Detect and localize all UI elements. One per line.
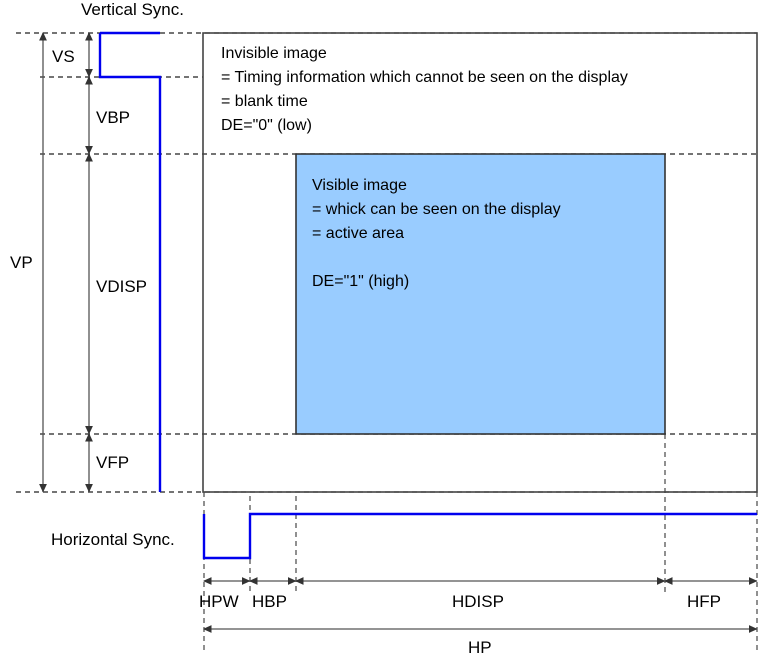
vsync-waveform	[98, 33, 162, 492]
vertical-sync-title: Vertical Sync.	[81, 0, 184, 19]
invisible-line-2: = Timing information which cannot be see…	[221, 69, 628, 86]
invisible-line-1: Invisible image	[221, 45, 327, 62]
visible-line-3: = active area	[312, 225, 404, 242]
label-vp: VP	[10, 253, 33, 272]
visible-line-4: DE="1" (high)	[312, 273, 409, 290]
horizontal-sync-title: Horizontal Sync.	[51, 530, 175, 549]
visible-image-area	[295, 153, 666, 435]
invisible-image-text: Invisible image = Timing information whi…	[221, 45, 628, 134]
horizontal-dimension-arrows	[203, 577, 758, 633]
vertical-dimension-arrows	[39, 32, 93, 493]
label-hbp: HBP	[252, 592, 287, 611]
label-vs: VS	[52, 47, 75, 66]
visible-line-2: = whick can be seen on the display	[312, 201, 561, 218]
label-hfp: HFP	[687, 592, 721, 611]
visible-line-1: Visible image	[312, 177, 407, 194]
invisible-line-4: DE="0" (low)	[221, 117, 312, 134]
label-hpw: HPW	[199, 592, 239, 611]
invisible-line-3: = blank time	[221, 93, 308, 110]
label-vbp: VBP	[96, 108, 130, 127]
label-vfp: VFP	[96, 453, 129, 472]
label-hp: HP	[468, 638, 492, 657]
label-vdisp: VDISP	[96, 277, 147, 296]
invisible-image-frame	[202, 32, 758, 493]
visible-image-text: Visible image = whick can be seen on the…	[312, 177, 561, 290]
vertical-guide-lines	[203, 434, 758, 650]
hsync-waveform	[202, 512, 757, 560]
label-hdisp: HDISP	[452, 592, 504, 611]
